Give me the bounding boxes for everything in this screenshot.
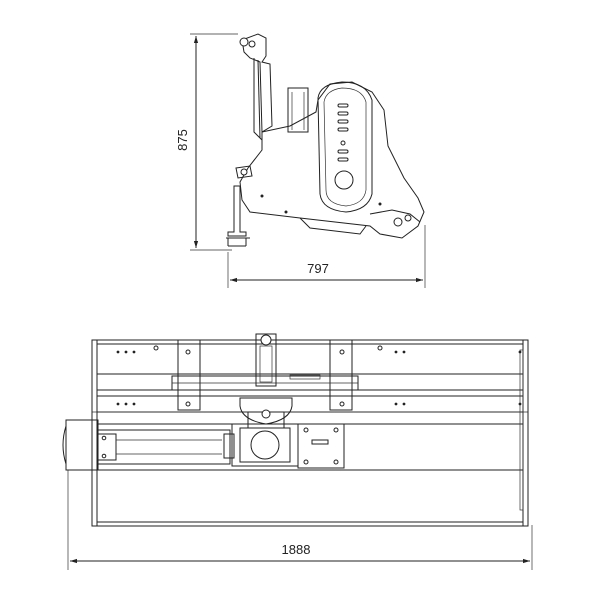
side-view: 875 797 (175, 33, 426, 288)
overall-width-dimension: 1888 (67, 470, 533, 570)
top-machine-outline (62, 333, 529, 527)
width-dimension-label: 797 (307, 261, 329, 276)
overall-width-label: 1888 (282, 542, 311, 557)
width-dimension: 797 (227, 225, 426, 288)
vent-slots (337, 103, 349, 162)
height-dimension-label: 875 (175, 129, 190, 151)
top-view: 1888 (62, 333, 533, 570)
height-dimension: 875 (175, 33, 238, 251)
side-machine-outline (226, 33, 425, 247)
